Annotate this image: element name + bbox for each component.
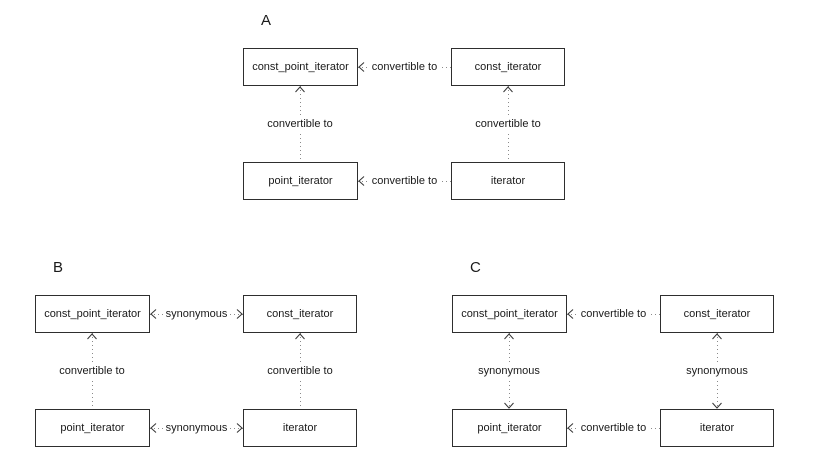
relation-label: convertible to bbox=[264, 364, 336, 378]
node-iterator: iterator bbox=[451, 162, 565, 200]
arrowhead-up-icon bbox=[504, 333, 515, 340]
arrowhead-up-icon bbox=[295, 86, 306, 93]
arrowhead-left-icon bbox=[567, 423, 574, 434]
arrowhead-left-icon bbox=[358, 62, 365, 73]
relation-label: synonymous bbox=[683, 364, 751, 378]
arrowhead-left-icon bbox=[567, 309, 574, 320]
arrowhead-left-icon bbox=[150, 423, 157, 434]
relation-arrow-bottom-horizontal: synonymous bbox=[150, 420, 243, 436]
arrowhead-right-icon bbox=[236, 309, 243, 320]
node-const-iterator: const_iterator bbox=[243, 295, 357, 333]
panel-label: C bbox=[470, 259, 481, 276]
relation-arrow-bottom-horizontal: convertible to bbox=[567, 420, 660, 436]
relation-arrow-left-vertical: convertible to bbox=[50, 333, 134, 409]
relation-label: convertible to bbox=[56, 364, 128, 378]
relation-arrow-top-horizontal: convertible to bbox=[358, 59, 451, 75]
node-const-point-iterator: const_point_iterator bbox=[243, 48, 358, 86]
arrowhead-up-icon bbox=[295, 333, 306, 340]
relation-arrow-bottom-horizontal: convertible to bbox=[358, 173, 451, 189]
relation-arrow-left-vertical: convertible to bbox=[258, 86, 342, 162]
node-iterator: iterator bbox=[660, 409, 774, 447]
relation-label: synonymous bbox=[162, 307, 231, 321]
relation-label: convertible to bbox=[264, 117, 336, 131]
relation-label: convertible to bbox=[368, 60, 441, 74]
diagram-panel-a: A const_point_iterator const_iterator po… bbox=[243, 12, 566, 204]
panel-label: A bbox=[261, 12, 272, 29]
node-point-iterator: point_iterator bbox=[243, 162, 358, 200]
node-const-point-iterator: const_point_iterator bbox=[35, 295, 150, 333]
diagram-panel-c: C const_point_iterator const_iterator po… bbox=[452, 259, 775, 451]
arrowhead-right-icon bbox=[236, 423, 243, 434]
node-point-iterator: point_iterator bbox=[35, 409, 150, 447]
relation-label: convertible to bbox=[472, 117, 544, 131]
node-const-iterator: const_iterator bbox=[660, 295, 774, 333]
relation-label: convertible to bbox=[577, 421, 650, 435]
arrowhead-down-icon bbox=[504, 402, 515, 409]
node-const-point-iterator: const_point_iterator bbox=[452, 295, 567, 333]
node-const-iterator: const_iterator bbox=[451, 48, 565, 86]
relation-arrow-top-horizontal: synonymous bbox=[150, 306, 243, 322]
relation-label: synonymous bbox=[162, 421, 231, 435]
arrowhead-left-icon bbox=[358, 176, 365, 187]
node-iterator: iterator bbox=[243, 409, 357, 447]
relation-arrow-left-vertical: synonymous bbox=[467, 333, 551, 409]
diagram-panel-b: B const_point_iterator const_iterator po… bbox=[35, 259, 358, 451]
arrowhead-left-icon bbox=[150, 309, 157, 320]
node-point-iterator: point_iterator bbox=[452, 409, 567, 447]
arrowhead-up-icon bbox=[712, 333, 723, 340]
relation-arrow-right-vertical: convertible to bbox=[466, 86, 550, 162]
relation-label: synonymous bbox=[475, 364, 543, 378]
arrowhead-up-icon bbox=[87, 333, 98, 340]
relation-arrow-right-vertical: synonymous bbox=[675, 333, 759, 409]
relation-label: convertible to bbox=[577, 307, 650, 321]
relation-label: convertible to bbox=[368, 174, 441, 188]
arrowhead-down-icon bbox=[712, 402, 723, 409]
relation-arrow-right-vertical: convertible to bbox=[258, 333, 342, 409]
arrowhead-up-icon bbox=[503, 86, 514, 93]
relation-arrow-top-horizontal: convertible to bbox=[567, 306, 660, 322]
panel-label: B bbox=[53, 259, 64, 276]
